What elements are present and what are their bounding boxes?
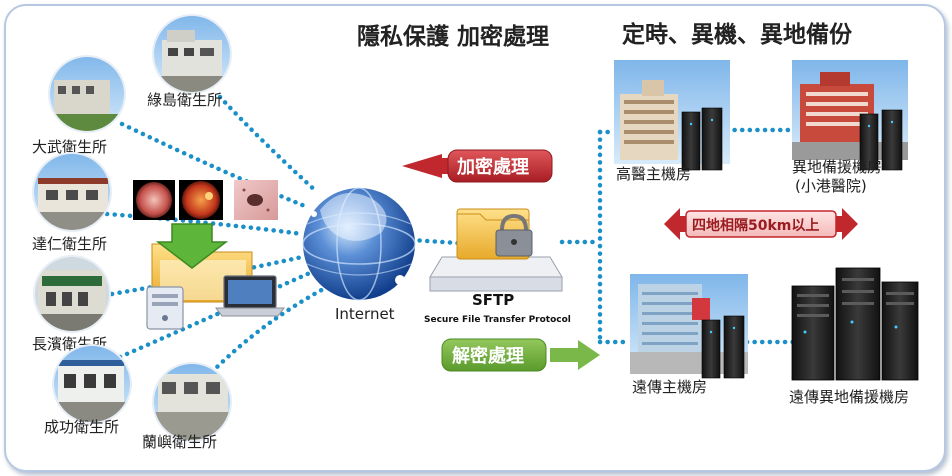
- sftp-server-icon: [429, 208, 563, 292]
- link-lanyu: [209, 284, 330, 375]
- decrypt-indicator: 解密處理: [441, 338, 600, 372]
- retina-image-2: [179, 180, 223, 220]
- clinic-dawu-label: 大武衛生所: [32, 138, 107, 156]
- datacenter-fet-offsite-label: 遠傳異地備援機房: [789, 388, 909, 406]
- datacenter-offsite-label-line1: 異地備援機房: [792, 158, 882, 176]
- padlock-icon: [495, 213, 533, 257]
- clinic-ludao: 綠島衛生所: [147, 14, 232, 109]
- decrypt-arrow-icon: [578, 340, 600, 370]
- clinic-daren: 達仁衛生所: [32, 152, 112, 253]
- decrypt-label: 解密處理: [452, 345, 524, 367]
- diagram-frame: 隱私保護 加密處理 定時、異機、異地備份 綠島衛生所 大武衛生所: [4, 4, 946, 472]
- medical-images: [133, 180, 278, 220]
- internet-label: Internet: [335, 305, 395, 323]
- clinic-lanyu-label: 蘭嶼衛生所: [142, 433, 217, 451]
- encrypt-label: 加密處理: [456, 156, 529, 178]
- link-daren: [104, 211, 305, 237]
- server-rack-icon: [701, 315, 745, 379]
- clinic-lanyu: 蘭嶼衛生所: [142, 362, 232, 451]
- clinic-chenggong-label: 成功衛生所: [44, 418, 119, 436]
- internet-globe-icon: [302, 187, 416, 301]
- sftp-full-name: Secure File Transfer Protocol: [424, 315, 571, 325]
- link-internet-sftp: [409, 237, 475, 247]
- datacenter-offsite-xiaogang: 異地備援機房 (小港醫院): [792, 60, 908, 195]
- encrypt-indicator: 加密處理: [402, 149, 553, 183]
- laptop-icon: [215, 275, 285, 317]
- datacenter-fet-main: 遠傳主機房: [630, 274, 748, 396]
- clinic-dawu-photo: [50, 57, 124, 131]
- clinic-changbin-photo: [35, 257, 109, 331]
- link-dawu: [119, 121, 310, 210]
- retina-image-1: [133, 180, 175, 220]
- desktop-pc-icon: [146, 286, 184, 330]
- server-rack-icon: [681, 107, 723, 171]
- download-arrow-icon: [155, 223, 229, 269]
- sftp-name: SFTP: [472, 291, 514, 309]
- title-backup: 定時、異機、異地備份: [622, 21, 853, 48]
- clinic-changbin: 長濱衛生所: [32, 255, 111, 353]
- clinic-daren-label: 達仁衛生所: [32, 235, 107, 253]
- datacenter-offsite-label-line2: (小港醫院): [795, 177, 867, 195]
- skin-image: [234, 180, 278, 220]
- datacenter-kmu-main: 高醫主機房: [614, 60, 730, 183]
- network-diagram: 隱私保護 加密處理 定時、異機、異地備份 綠島衛生所 大武衛生所: [32, 14, 919, 451]
- datacenter-kmu-main-label: 高醫主機房: [616, 165, 691, 183]
- server-rack-icon: [791, 267, 919, 381]
- server-rack-icon: [859, 109, 903, 171]
- distance-banner: 四地相隔50km以上: [664, 208, 858, 240]
- datacenter-fet-main-label: 遠傳主機房: [632, 378, 707, 396]
- clinic-ludao-label: 綠島衛生所: [147, 91, 222, 109]
- clinic-dawu: 大武衛生所: [32, 55, 126, 156]
- distance-label: 四地相隔50km以上: [692, 217, 819, 234]
- clinic-chenggong: 成功衛生所: [44, 344, 132, 436]
- encrypt-arrow-icon: [402, 154, 442, 178]
- link-ludao: [217, 94, 320, 195]
- link-chenggong: [117, 269, 315, 360]
- datacenter-fet-offsite: 遠傳異地備援機房: [789, 267, 919, 406]
- title-privacy: 隱私保護 加密處理: [357, 23, 549, 50]
